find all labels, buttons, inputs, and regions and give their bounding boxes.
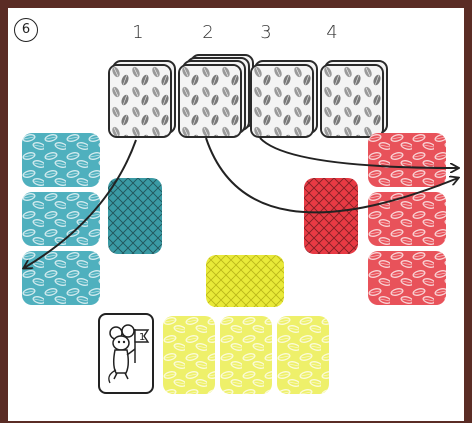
arrow-deck-3 [260,138,458,168]
move-arrows [8,8,464,421]
game-board: 6 1 2 3 4 [8,8,464,421]
arrow-deck-2 [206,138,458,212]
arrow-deck-1 [24,140,136,268]
